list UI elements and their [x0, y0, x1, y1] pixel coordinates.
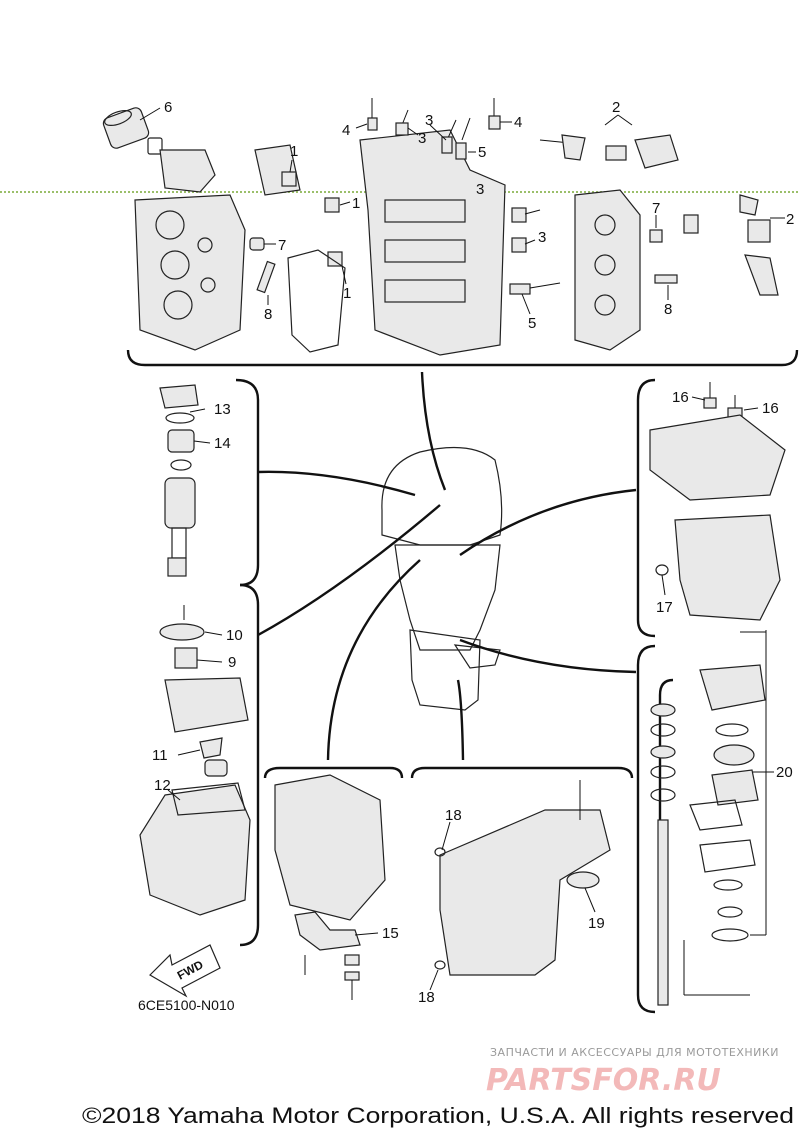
callout-14: 14: [214, 435, 231, 452]
callout-labels: 6 2 4 3 3 5 4 1 1 3 7 1 8 3 5 7 2 8 13 1…: [152, 99, 794, 1006]
callout-5-low: 5: [528, 315, 536, 332]
callout-2-top: 2: [612, 99, 620, 116]
callout-4-right: 4: [514, 114, 522, 131]
callout-19: 19: [588, 915, 605, 932]
cylinder-head-right: [574, 189, 641, 351]
thermostat-right-top: [539, 134, 679, 169]
part-4-b: [488, 115, 501, 130]
watermark-brand: PARTSFOR.RU: [486, 1063, 721, 1098]
callout-3-right: 3: [538, 229, 546, 246]
outboard-outline: [381, 446, 503, 711]
part-4-a: [367, 117, 378, 131]
part-3-b: [441, 136, 453, 154]
callout-3-top-left: 3: [418, 130, 426, 147]
cylinder-head-left: [134, 194, 246, 351]
callout-18-bottom: 18: [418, 989, 435, 1006]
callout-1-low: 1: [343, 285, 351, 302]
fuel-filter-section: [159, 378, 260, 587]
callout-5-top: 5: [478, 144, 486, 161]
callout-1-top: 1: [290, 143, 298, 160]
callout-4-left: 4: [342, 122, 350, 139]
part-1-b: [324, 197, 340, 213]
cylinder-block-center: [359, 129, 506, 356]
engine-section: [0, 98, 800, 367]
callout-7-right: 7: [652, 200, 660, 217]
callout-6: 6: [164, 99, 172, 116]
callout-10: 10: [226, 627, 243, 644]
callout-leaders: [139, 107, 785, 991]
part-1-c: [327, 251, 343, 267]
spark-plug-right: [654, 274, 678, 284]
callout-3-mid: 3: [476, 181, 484, 198]
callout-13: 13: [214, 401, 231, 418]
lower-unit-section: [410, 766, 634, 976]
rocker-right: [683, 214, 699, 234]
part-5-a: [455, 142, 467, 160]
callout-8-left: 8: [264, 306, 272, 323]
watermark-tagline: ЗАПЧАСТИ И АКСЕССУАРЫ ДЛЯ МОТОТЕХНИКИ: [490, 1046, 779, 1059]
callout-17: 17: [656, 599, 673, 616]
copyright-footer: ©2018 Yamaha Motor Corporation, U.S.A. A…: [82, 1103, 794, 1128]
callout-1-mid: 1: [352, 195, 360, 212]
leader-curves: [257, 371, 637, 761]
callout-11: 11: [152, 747, 168, 764]
engine-bracket: [126, 349, 799, 367]
part-7-a: [249, 237, 265, 251]
part-3-a: [395, 122, 409, 136]
callout-3-top-mid: 3: [425, 112, 433, 129]
callout-18-top: 18: [445, 807, 462, 824]
oil-pan-section: [636, 378, 786, 638]
intake-section: [139, 583, 260, 947]
callout-16-right: 16: [762, 400, 779, 417]
diagram-code: 6CE5100-N010: [138, 997, 235, 1013]
callout-2-right: 2: [786, 211, 794, 228]
callout-9: 9: [228, 654, 236, 671]
part-1-a: [281, 171, 297, 187]
callout-20: 20: [776, 764, 793, 781]
callout-8-right: 8: [664, 301, 672, 318]
callout-12: 12: [154, 777, 171, 794]
callout-7-left: 7: [278, 237, 286, 254]
part-7-b: [649, 229, 663, 243]
part-5-b: [509, 283, 531, 295]
oil-filter-part: [102, 107, 163, 155]
upper-housing-left: [159, 149, 216, 193]
gasket: [287, 249, 346, 353]
water-pump-section: [636, 630, 767, 1014]
callout-16-left: 16: [672, 389, 689, 406]
spark-plug-left: [256, 260, 276, 294]
thermostat-right-bottom: [739, 194, 779, 296]
upper-casing-section: [263, 766, 404, 1000]
part-3-c: [511, 207, 527, 223]
callout-15: 15: [382, 925, 399, 942]
part-3-d: [511, 237, 527, 253]
fwd-arrow: FWD: [149, 944, 221, 998]
